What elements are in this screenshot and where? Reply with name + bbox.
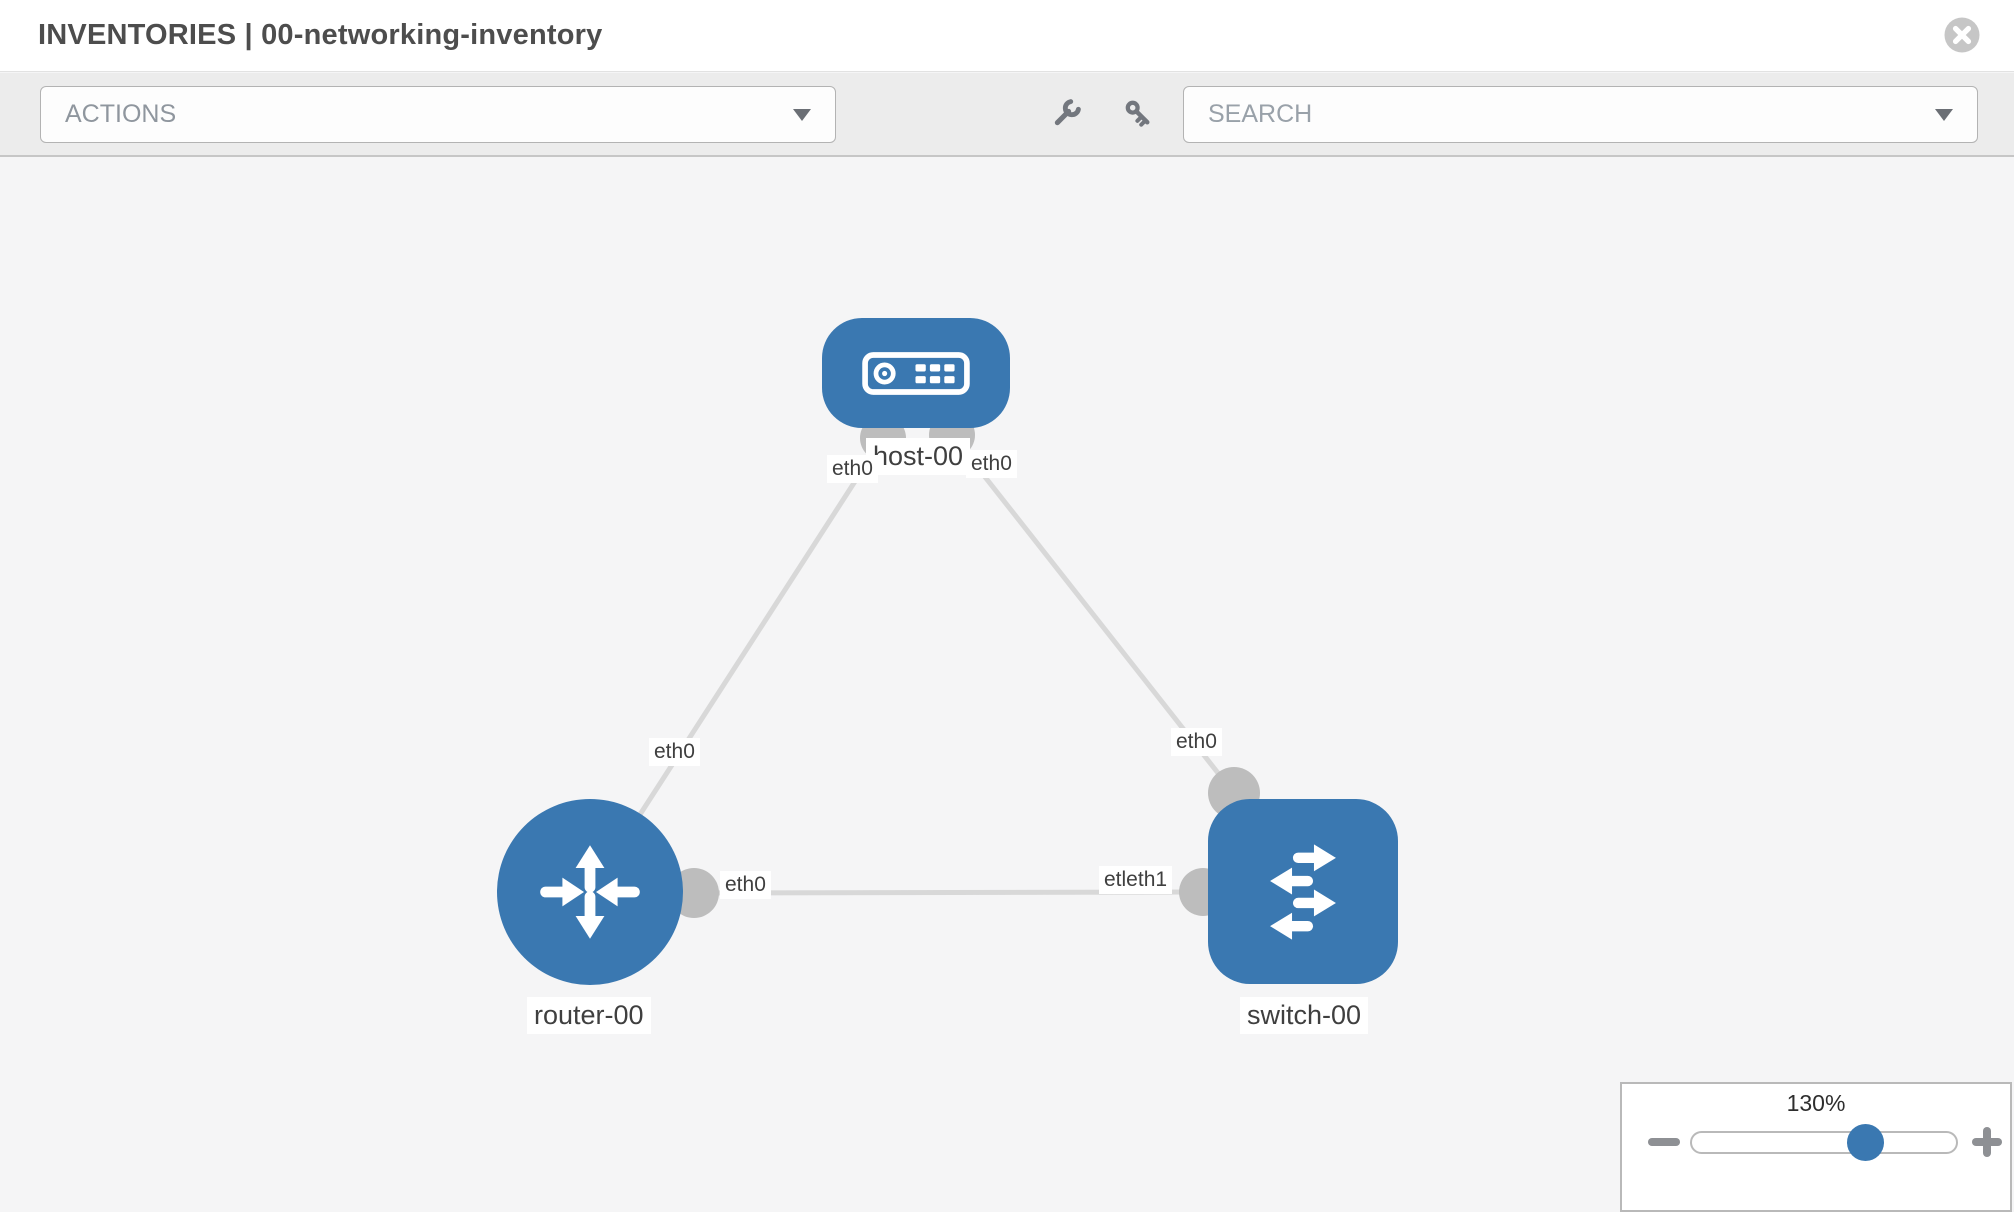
zoom-slider-handle[interactable]	[1847, 1124, 1884, 1161]
topology-canvas[interactable]: host-00 router-00 switch-00 eth0 eth0 et…	[0, 159, 2014, 1200]
actions-label: ACTIONS	[65, 100, 177, 128]
router-icon	[540, 845, 640, 939]
zoom-panel: 130%	[1620, 1082, 2012, 1212]
port-label: eth0	[720, 871, 771, 900]
close-button[interactable]	[1943, 16, 1981, 54]
key-icon[interactable]	[1122, 97, 1156, 131]
edges-layer	[587, 412, 1260, 918]
node-label-host: host-00	[866, 438, 971, 476]
host-icon	[862, 351, 970, 395]
node-switch-00[interactable]	[1208, 799, 1398, 984]
search-dropdown[interactable]: SEARCH	[1183, 86, 1978, 143]
header-bar: INVENTORIES | 00-networking-inventory	[0, 0, 2014, 72]
zoom-slider-track[interactable]	[1690, 1124, 1958, 1161]
port-label: eth0	[827, 455, 878, 484]
port-label: eth0	[966, 450, 1017, 479]
node-label-switch: switch-00	[1240, 997, 1369, 1035]
switch-icon	[1270, 843, 1336, 940]
chevron-down-icon	[793, 108, 811, 121]
zoom-in-button plus-icon[interactable]	[1972, 1127, 2002, 1157]
wrench-icon[interactable]	[1049, 97, 1083, 131]
port-label: eth0	[1171, 728, 1222, 757]
zoom-level-label: 130%	[1786, 1090, 1846, 1116]
search-label: SEARCH	[1208, 100, 1313, 128]
node-router-00[interactable]	[497, 799, 683, 985]
zoom-out-button minus-icon[interactable]	[1648, 1138, 1680, 1146]
actions-dropdown[interactable]: ACTIONS	[40, 86, 836, 143]
page-title: INVENTORIES | 00-networking-inventory	[38, 19, 603, 51]
node-label-router: router-00	[527, 997, 651, 1035]
port-label-overlap: etleth1	[1099, 866, 1173, 895]
chevron-down-icon	[1935, 108, 1953, 121]
node-host-00[interactable]	[822, 318, 1010, 428]
toolbar: ACTIONS SEARCH	[0, 73, 2014, 157]
port-label: eth0	[649, 738, 700, 767]
